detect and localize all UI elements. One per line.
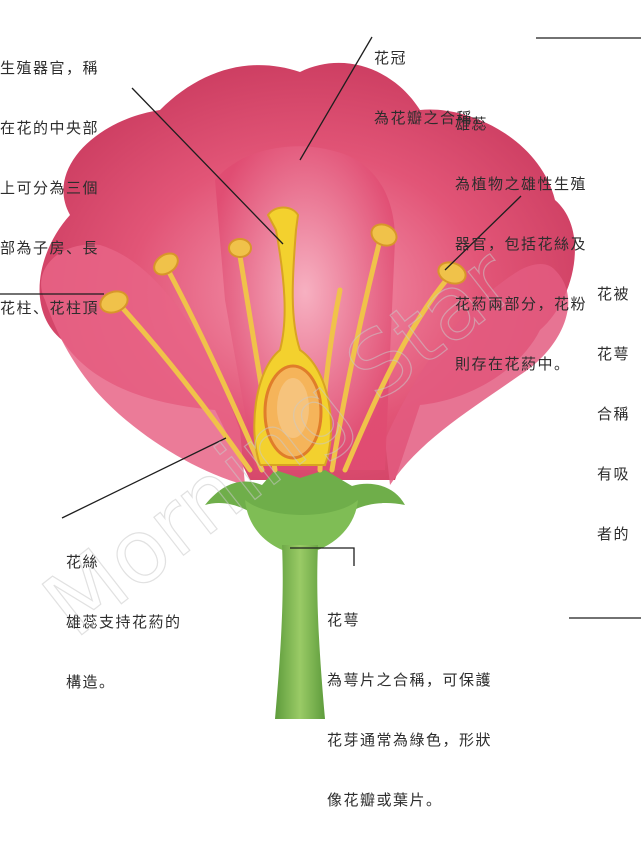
corolla-body: 為花瓣之合稱。 xyxy=(374,109,490,127)
filament-label: 花絲 雄蕊支持花葯的 構造。 xyxy=(66,512,182,732)
leader-lines xyxy=(0,36,641,619)
leader-stamen xyxy=(444,195,522,271)
leader-corolla xyxy=(299,36,373,161)
receptacle xyxy=(245,500,358,555)
calyx-line: 為萼片之合稱，可保護 xyxy=(327,671,493,689)
stamen-title: 雄蕊 xyxy=(455,115,489,133)
corolla-label: 花冠 為花瓣之合稱。 xyxy=(374,8,490,168)
leader-calyx xyxy=(290,547,355,566)
perianth-line: 有吸 xyxy=(597,465,631,483)
pistil-line: 生殖器官，稱 xyxy=(0,59,100,77)
petal-front-right xyxy=(385,264,569,485)
leader-pistil xyxy=(131,87,284,245)
filament-line: 構造。 xyxy=(66,673,116,691)
filament-title: 花絲 xyxy=(66,553,100,571)
stamen-line: 花葯兩部分，花粉 xyxy=(455,295,588,313)
pistil-line: 上可分為三個 xyxy=(0,179,100,197)
stamen-line: 則存在花葯中。 xyxy=(455,355,571,373)
anthers xyxy=(99,223,467,314)
perianth-title: 花被 xyxy=(597,285,631,303)
leader-filament xyxy=(61,437,227,519)
perianth-label: 花被 花萼 合稱 有吸 者的 xyxy=(597,244,630,584)
calyx-title: 花萼 xyxy=(327,611,361,629)
stamen-line: 為植物之雄性生殖 xyxy=(455,175,588,193)
corolla-title: 花冠 xyxy=(374,49,408,67)
calyx-sepals xyxy=(205,470,405,548)
calyx-line: 花芽通常為綠色，形狀 xyxy=(327,731,493,749)
filament-line: 雄蕊支持花葯的 xyxy=(66,613,182,631)
flower-diagram: Morning Star 生殖器官，稱 在花的中央部 上可分為三個 部為子房、長… xyxy=(0,8,641,809)
calyx-line: 像花瓣或葉片。 xyxy=(327,791,443,809)
perianth-line: 者的 xyxy=(597,525,631,543)
stem xyxy=(275,545,325,719)
flower-illustration: Morning Star xyxy=(0,36,641,719)
perianth-line: 花萼 xyxy=(597,345,631,363)
pistil-line: 部為子房、長 xyxy=(0,239,100,257)
pistil-label: 生殖器官，稱 在花的中央部 上可分為三個 部為子房、長 花柱、花柱頂 xyxy=(0,18,99,358)
pistil-line: 花柱、花柱頂 xyxy=(0,299,100,317)
stamen-line: 器官，包括花絲及 xyxy=(455,235,588,253)
pistil-line: 在花的中央部 xyxy=(0,119,100,137)
perianth-line: 合稱 xyxy=(597,405,631,423)
calyx-label: 花萼 為萼片之合稱，可保護 花芽通常為綠色，形狀 像花瓣或葉片。 xyxy=(327,570,492,850)
stamen-label: 雄蕊 為植物之雄性生殖 器官，包括花絲及 花葯兩部分，花粉 則存在花葯中。 xyxy=(455,74,587,414)
petal-front-left xyxy=(41,244,245,485)
